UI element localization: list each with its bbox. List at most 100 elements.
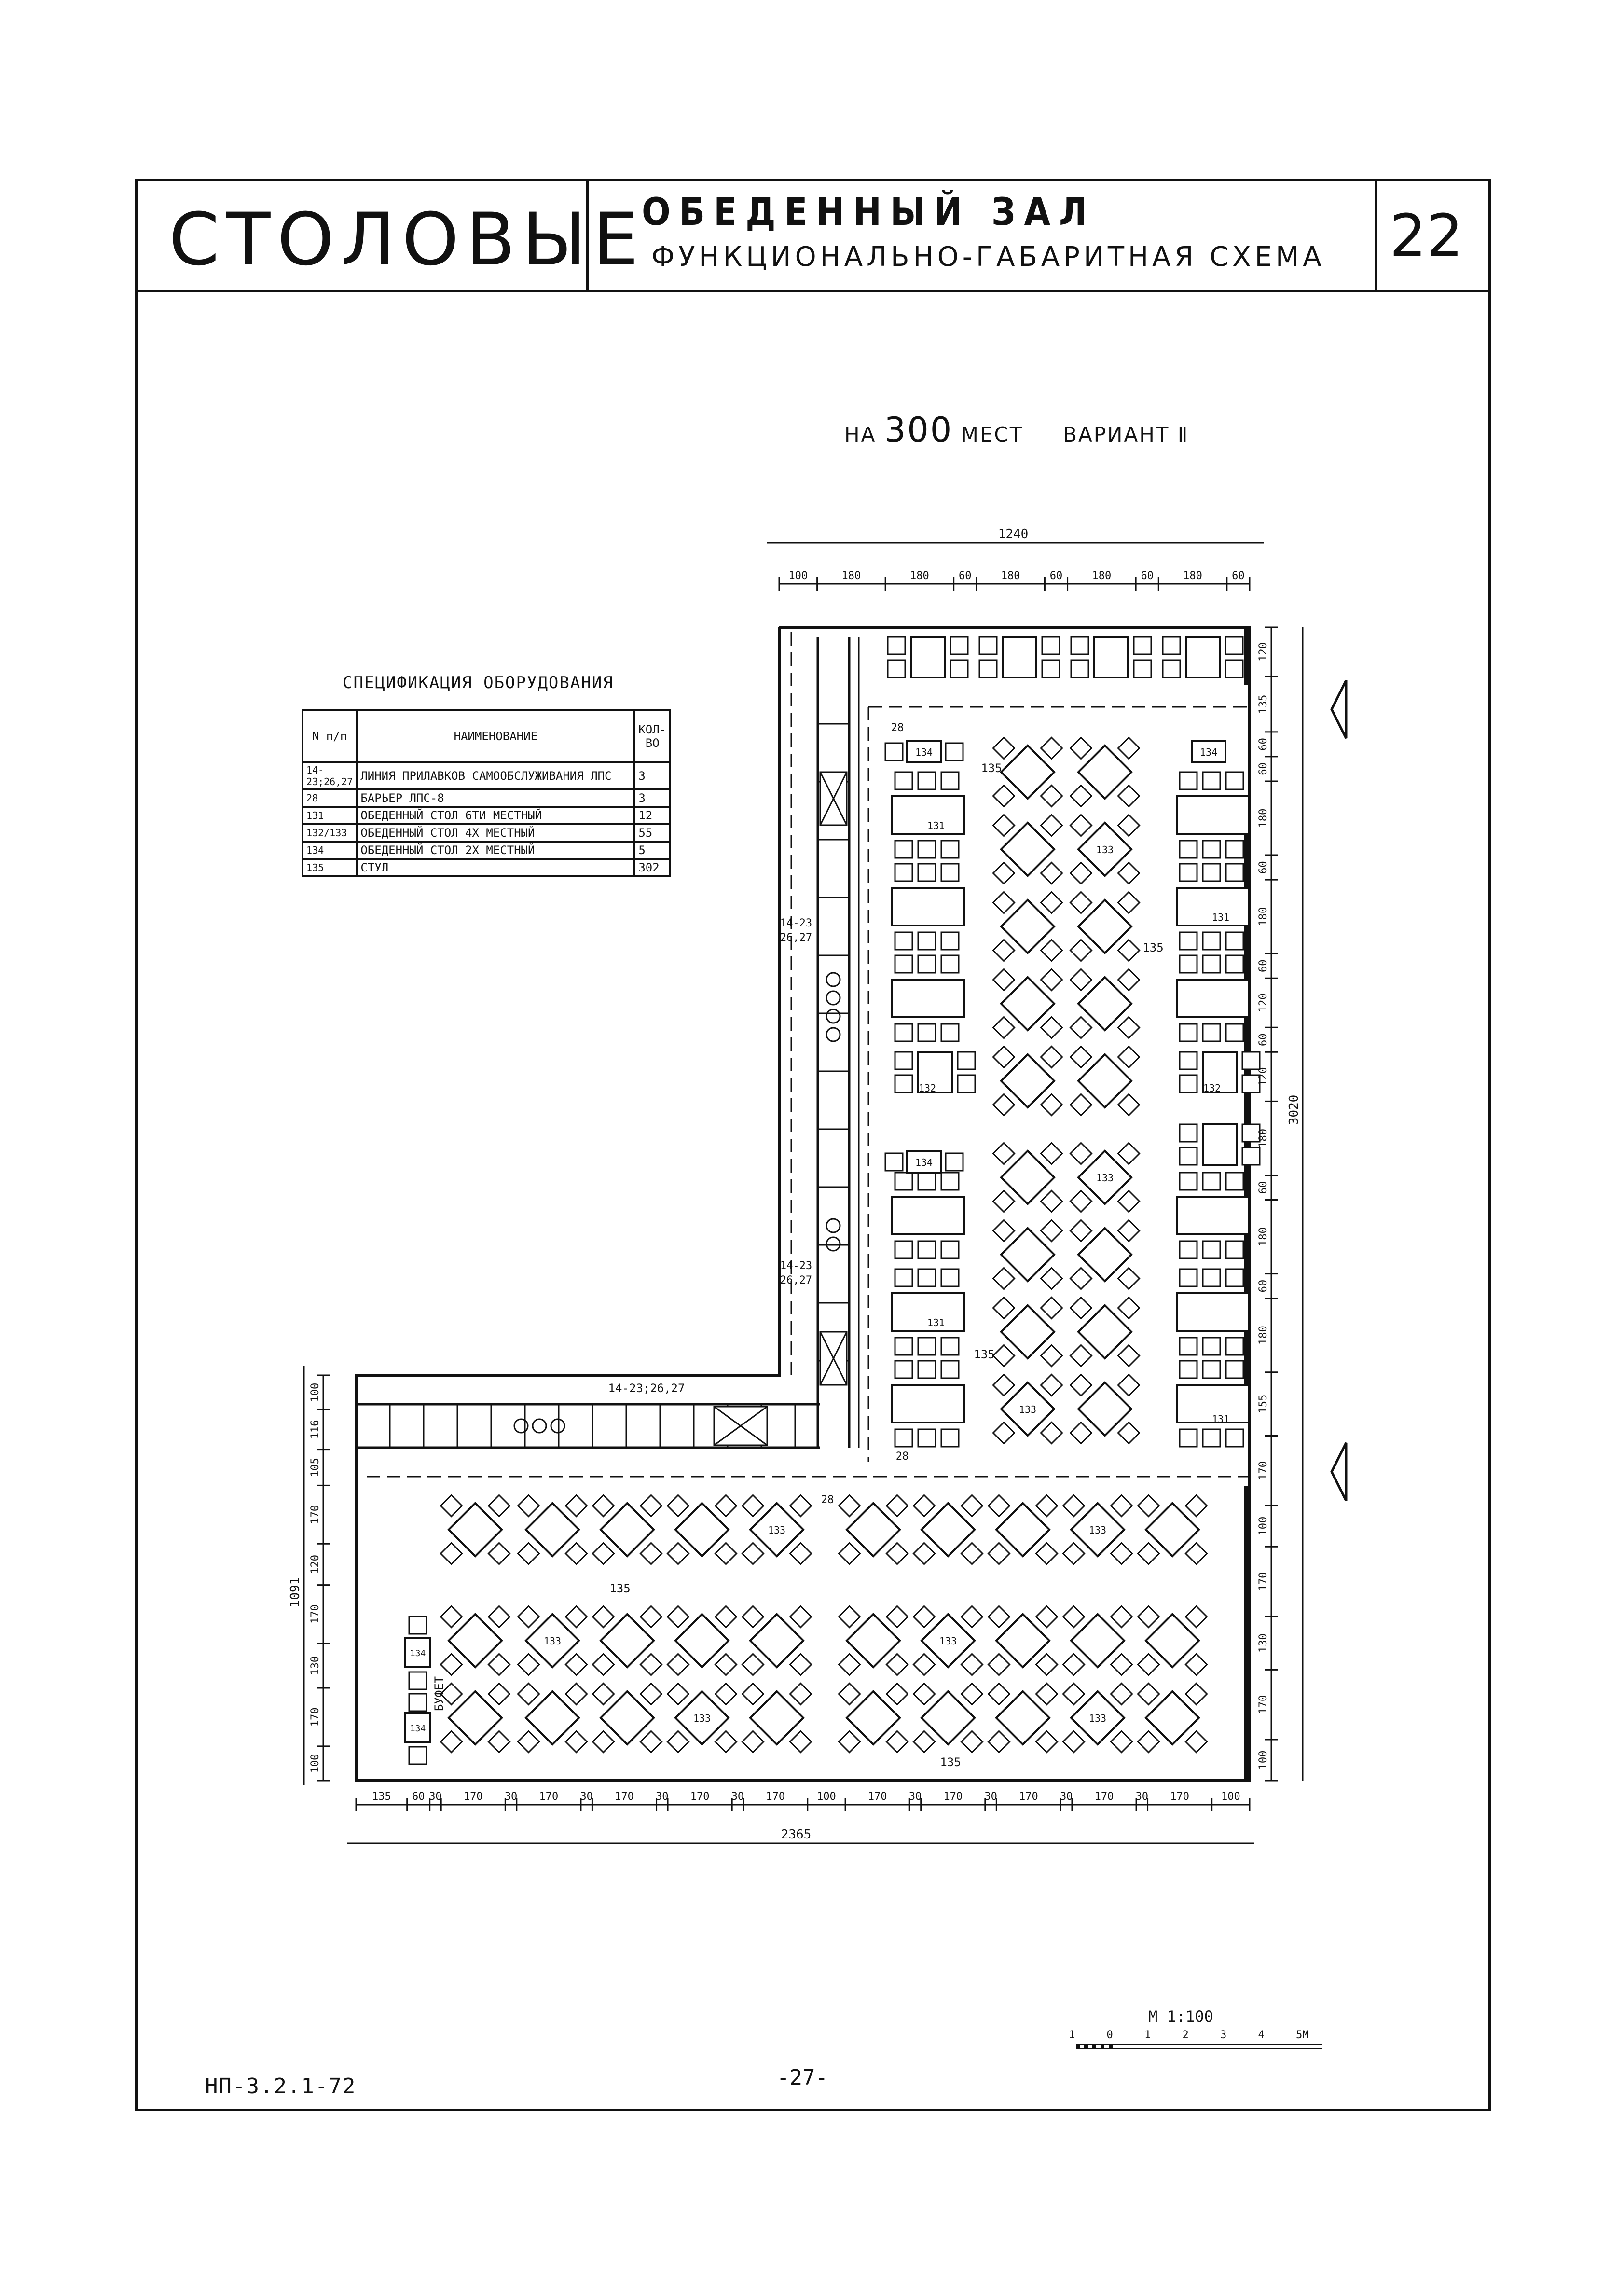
table-4-seat	[674, 1502, 730, 1558]
variant-label: ВАРИАНТ Ⅱ	[1063, 423, 1189, 446]
scale-tick: 5М	[1296, 2029, 1309, 2041]
bottom-dimension-value: 100	[1221, 1791, 1240, 1803]
right-dimension-value: 60	[1257, 762, 1269, 775]
chair	[1179, 840, 1198, 859]
spec-cell-num: 14-23;26,27	[301, 761, 358, 790]
table-label: 131	[1212, 1413, 1229, 1425]
right-dimension-value: 100	[1257, 1517, 1269, 1536]
table-4-seat	[1070, 1690, 1126, 1746]
chair	[1202, 1360, 1221, 1379]
table-4-seat	[1144, 1690, 1200, 1746]
left-dimension-value: 116	[309, 1420, 321, 1439]
chair	[1225, 1268, 1244, 1287]
table-4-seat	[1077, 1149, 1133, 1205]
right-dimension-value: 120	[1257, 993, 1269, 1012]
chair	[1040, 1267, 1063, 1290]
right-dimension-value: 180	[1257, 1227, 1269, 1246]
chair	[592, 1682, 615, 1706]
table-4-seat	[995, 1502, 1051, 1558]
chair	[838, 1542, 861, 1565]
chair	[912, 1605, 936, 1629]
chair	[838, 1653, 861, 1676]
chair	[1110, 1542, 1133, 1565]
scale-label: М 1:100	[1148, 2007, 1213, 2026]
chair	[1062, 1494, 1086, 1518]
chair	[940, 1023, 960, 1042]
chair	[1040, 1296, 1063, 1320]
spec-title: СПЕЦИФИКАЦИЯ ОБОРУДОВАНИЯ	[343, 673, 614, 692]
chair	[1069, 1373, 1093, 1397]
chair	[1069, 861, 1093, 885]
chair	[1179, 1428, 1198, 1448]
table-4-seat	[1000, 821, 1056, 877]
chair	[838, 1605, 861, 1629]
chair	[1040, 1093, 1063, 1117]
chair	[950, 659, 969, 678]
table-label: 133	[768, 1524, 785, 1536]
chair	[940, 1360, 960, 1379]
drawing-frame	[135, 179, 1491, 2111]
chair	[1069, 891, 1093, 914]
bottom-dimension-value: 170	[868, 1791, 887, 1803]
right-dimension-value: 155	[1257, 1395, 1269, 1414]
chair	[992, 814, 1016, 837]
table-4-seat	[1077, 1053, 1133, 1109]
chair	[992, 1296, 1016, 1320]
table-4-seat	[1077, 744, 1133, 800]
chair	[440, 1605, 463, 1629]
table-4-seat	[1077, 1304, 1133, 1360]
chair	[666, 1605, 690, 1629]
chair	[714, 1730, 738, 1754]
bottom-dimension-value: 30	[1060, 1791, 1073, 1803]
chair	[487, 1653, 511, 1676]
chair	[917, 863, 936, 882]
chair	[987, 1542, 1011, 1565]
chair	[945, 1152, 964, 1172]
chair	[1040, 861, 1063, 885]
spec-col-num: N п/п	[301, 709, 358, 763]
chair	[957, 1074, 976, 1093]
chair	[940, 1337, 960, 1356]
chair	[564, 1542, 588, 1565]
chair	[894, 1337, 913, 1356]
chair	[1179, 1051, 1198, 1070]
right-dimension-value: 60	[1257, 1280, 1269, 1293]
spec-header-row: N п/п НАИМЕНОВАНИЕ КОЛ-ВО	[301, 709, 672, 763]
chair	[1040, 1142, 1063, 1165]
bottom-dimension-value: 170	[464, 1791, 483, 1803]
chair	[940, 1172, 960, 1191]
chair	[1040, 1344, 1063, 1368]
chair	[1040, 1016, 1063, 1039]
chair	[517, 1682, 540, 1706]
chair	[992, 1373, 1016, 1397]
table-label: 133	[544, 1635, 561, 1647]
chair	[487, 1682, 511, 1706]
spec-cell-qty: 5	[633, 841, 672, 860]
chair	[1179, 863, 1198, 882]
bottom-dimension-value: 170	[766, 1791, 785, 1803]
counter-cross	[819, 1331, 848, 1385]
chair	[1225, 1360, 1244, 1379]
chair	[1179, 1268, 1198, 1287]
chair	[960, 1605, 984, 1629]
chair	[1117, 1267, 1141, 1290]
chair	[1035, 1653, 1059, 1676]
table-4-seat	[1000, 898, 1056, 954]
chair	[1202, 1428, 1221, 1448]
table-4-seat	[1144, 1613, 1200, 1669]
chair	[408, 1616, 427, 1635]
chair	[440, 1653, 463, 1676]
chair	[666, 1653, 690, 1676]
chair	[1062, 1542, 1086, 1565]
chair-label: 135	[974, 1348, 994, 1361]
chair	[1069, 1045, 1093, 1069]
spec-cell-num: 131	[301, 806, 358, 825]
right-dimension-value: 100	[1257, 1751, 1269, 1770]
chair	[1040, 736, 1063, 760]
counter-hotplate	[550, 1418, 565, 1434]
chair	[894, 1360, 913, 1379]
counter-label: 26,27	[780, 932, 812, 944]
chair	[1117, 1189, 1141, 1213]
table-label: 134	[410, 1648, 426, 1658]
